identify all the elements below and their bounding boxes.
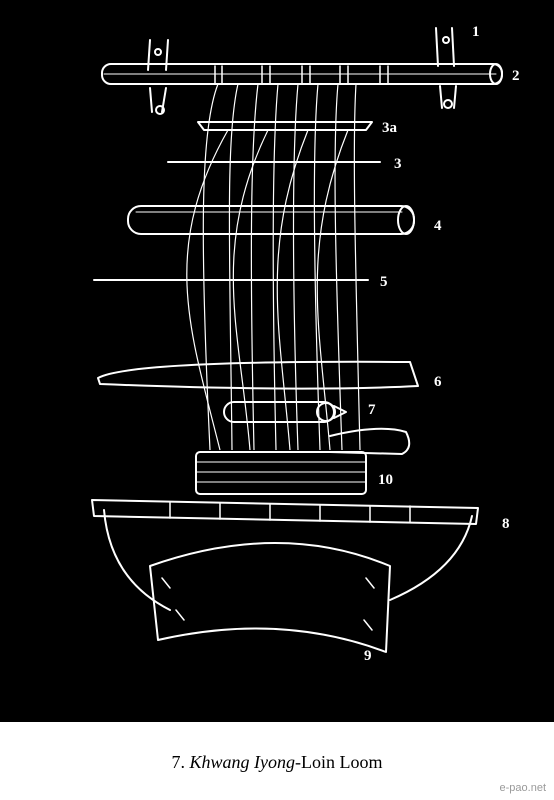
warp-threads (186, 83, 361, 451)
watermark: e-pao.net (499, 782, 546, 794)
figure-caption: 7. Khwang Iyong-Loin Loom (0, 752, 554, 773)
label-5: 5 (380, 274, 388, 290)
breast-beam (91, 499, 479, 525)
label-4: 4 (434, 218, 442, 234)
caption-italic-title: Khwang Iyong (189, 752, 296, 772)
laze-rod (197, 121, 373, 131)
label-3: 3 (394, 156, 402, 172)
sword-beater (97, 360, 419, 390)
loom-drawing: 1 2 3a 3 4 5 6 7 10 8 9 (91, 24, 520, 664)
label-3a: 3a (382, 120, 398, 136)
shuttle (223, 401, 411, 455)
warp-beam (101, 27, 503, 115)
label-6: 6 (434, 374, 442, 390)
label-8: 8 (502, 516, 510, 532)
back-strap (103, 509, 473, 653)
label-7: 7 (368, 402, 376, 418)
loom-illustration-plate: 1 2 3a 3 4 5 6 7 10 8 9 (0, 0, 554, 722)
label-9: 9 (364, 648, 372, 664)
label-1: 1 (472, 24, 480, 40)
woven-cloth (195, 451, 367, 495)
label-10: 10 (378, 472, 393, 488)
caption-number: 7. (171, 752, 186, 772)
caption-title-rest: -Loin Loom (295, 752, 383, 772)
shed-roller (127, 205, 415, 235)
label-2: 2 (512, 68, 520, 84)
